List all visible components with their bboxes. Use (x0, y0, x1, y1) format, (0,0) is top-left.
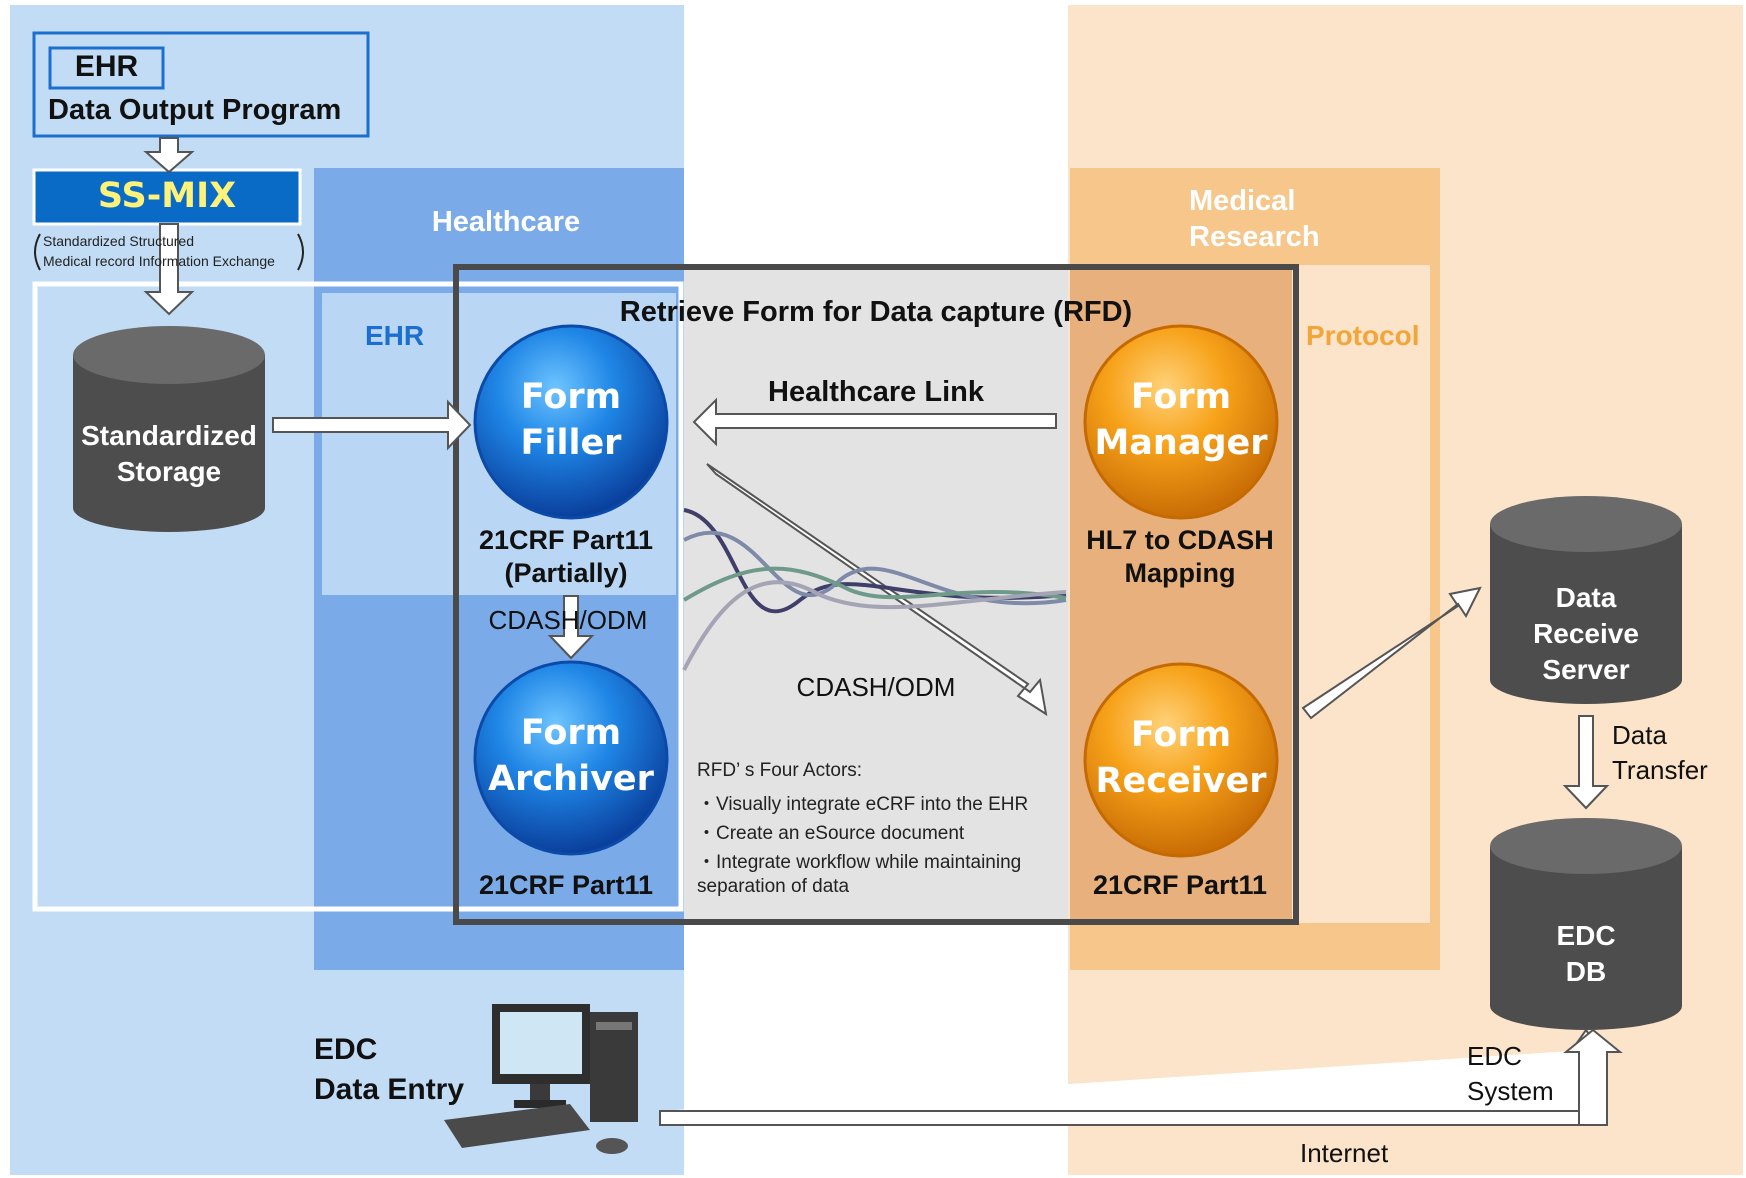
ssmix-paren-left (34, 233, 41, 271)
cdash-odm-vertical-label: CDASH/ODM (488, 605, 648, 635)
form-filler-caption: 21CRF Part11 (Partially) (478, 525, 654, 588)
medical-research-title: Medical Research (1189, 185, 1320, 253)
healthcare-link-arrow (692, 397, 1057, 447)
form-archiver-label: Form Archiver (488, 713, 654, 799)
data-transfer-label: Data Transfer (1612, 720, 1708, 785)
form-filler-circle (473, 324, 669, 520)
healthcare-title: Healthcare (431, 206, 581, 238)
standardized-storage-cylinder (73, 326, 265, 532)
ehr-tag-label: EHR (74, 50, 139, 83)
rfd-box (453, 264, 1299, 925)
form-filler-label: Form Filler (520, 377, 622, 463)
edc-db-label: EDC DB (1556, 920, 1616, 987)
arrow-data-transfer (1562, 715, 1610, 810)
ehr-system-outline (32, 281, 684, 912)
edc-system-label: EDC System (1467, 1041, 1554, 1106)
actors-note-item: ・Integrate workflow while maintaining (697, 852, 1022, 873)
actors-note-item: separation of data (697, 876, 850, 897)
ehr-program-label: Data Output Program (48, 94, 342, 126)
protocol-inner-panel (1290, 265, 1430, 923)
arrow-storage-to-filler (272, 399, 472, 451)
form-archiver-caption: 21CRF Part11 (478, 870, 654, 900)
form-receiver-caption: 21CRF Part11 (1092, 870, 1268, 900)
form-receiver-circle (1083, 662, 1279, 858)
healthcare-link-label: Healthcare Link (768, 376, 984, 408)
cdash-odm-diagonal-label: CDASH/ODM (796, 672, 956, 702)
ssmix-paren-right (297, 233, 304, 271)
ehr-inner-label: EHR (365, 320, 425, 351)
ssmix-desc-line2: Medical record Information Exchange (43, 253, 275, 269)
arrow-ssmix-to-storage (143, 223, 195, 316)
form-manager-circle (1083, 324, 1279, 520)
ehr-tag-box (48, 46, 165, 90)
protocol-label: Protocol (1306, 320, 1420, 351)
data-receive-server-label: Data Receive Server (1533, 582, 1639, 685)
data-receive-server-cylinder (1490, 496, 1682, 704)
ehr-output-box (32, 31, 370, 138)
form-manager-caption: HL7 to CDASH Mapping (1086, 525, 1274, 588)
actors-note-item: ・Create an eSource document (697, 823, 965, 844)
ssmix-label: SS-MIX (97, 176, 237, 216)
computer-icon (444, 1004, 638, 1154)
arrow-receiver-to-server (1301, 586, 1482, 720)
internet-arrow (659, 1028, 1623, 1126)
arrow-filler-to-receiver (706, 463, 1048, 717)
cable-decoration (682, 508, 1067, 671)
form-archiver-circle (473, 660, 669, 856)
arrow-filler-to-archiver (547, 595, 595, 660)
form-receiver-label: Form Receiver (1095, 715, 1267, 801)
arrow-ehr-to-ssmix (143, 137, 195, 174)
internet-label: Internet (1300, 1138, 1389, 1168)
form-manager-label: Form Manager (1094, 377, 1268, 463)
ssmix-desc-line1: Standardized Structured (43, 233, 194, 249)
actors-note-item: ・Visually integrate eCRF into the EHR (697, 794, 1029, 815)
rfd-title: Retrieve Form for Data capture (RFD) (619, 296, 1133, 328)
actors-note-heading: RFD’ s Four Actors: (697, 760, 863, 781)
edc-data-entry-label: EDC Data Entry (314, 1033, 465, 1106)
edc-db-cylinder (1490, 818, 1682, 1030)
standardized-storage-label: Standardized Storage (81, 420, 257, 487)
